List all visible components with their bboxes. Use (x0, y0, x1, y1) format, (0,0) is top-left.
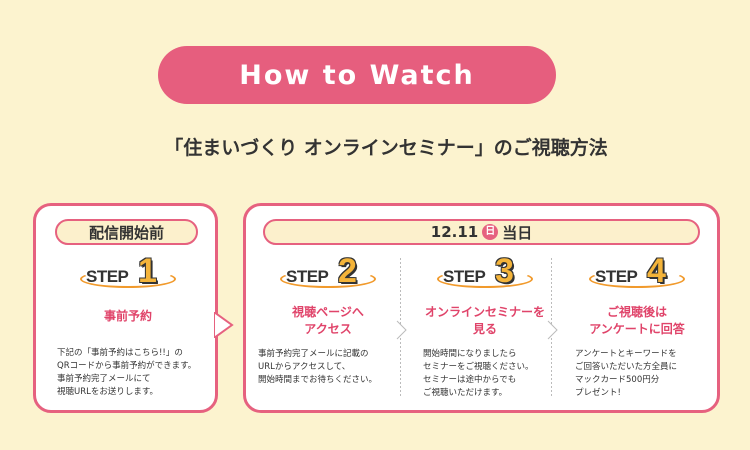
step-3-logo: STEP 3 (425, 252, 545, 296)
weekday-badge: 日 (482, 224, 499, 240)
step-3-body: 開始時間になりましたら セミナーをご視聴ください。 セミナーは途中からでも ご視… (423, 349, 534, 398)
chevron-right-icon (396, 320, 407, 340)
step-4: STEP 4 ご視聴後は アンケートに回答 アンケートとキーワードを ご回答いた… (562, 252, 712, 400)
step-2: STEP 2 視聴ページへ アクセス 事前予約完了メールに記載の URLからアク… (253, 252, 403, 387)
step-2-word: STEP (286, 267, 329, 286)
arrow-right-icon (214, 312, 234, 338)
step-3: STEP 3 オンラインセミナーを 見る 開始時間になりましたら セミナーをご視… (410, 252, 560, 400)
step-3-number: 3 (495, 252, 514, 290)
step-4-body: アンケートとキーワードを ご回答いただいた方全員に マックカード500円分 プレ… (575, 349, 678, 398)
step-3-word: STEP (443, 267, 486, 286)
step-2-body: 事前予約完了メールに記載の URLからアクセスして、 開始時間までお待ちください… (258, 349, 378, 385)
step-4-logo: STEP 4 (577, 252, 697, 296)
step-1-number: 1 (138, 252, 157, 290)
step-1-word: STEP (86, 267, 129, 286)
swoosh-decoration (80, 270, 176, 288)
step-3-heading: オンラインセミナーを 見る (424, 305, 545, 336)
page-subtitle: 「住まいづくり オンラインセミナー」のご視聴方法 (164, 137, 608, 159)
chevron-right-icon (547, 320, 558, 340)
broadcast-day-label: 12.11 日 当日 (263, 219, 700, 245)
step-2-number: 2 (338, 252, 357, 290)
step-4-number: 4 (647, 252, 666, 290)
pre-broadcast-label-text: 配信開始前 (88, 223, 164, 242)
title-banner: How to Watch (158, 46, 556, 104)
broadcast-date: 12.11 (430, 223, 479, 241)
step-2-heading: 視聴ページへ アクセス (292, 305, 364, 336)
pre-broadcast-card: 配信開始前 STEP 1 事前予約 下記の「事前予約はこちら!!」の QRコード… (33, 203, 218, 413)
page-title: How to Watch (239, 59, 475, 91)
step-4-word: STEP (595, 267, 638, 286)
step-2-logo: STEP 2 (268, 252, 388, 296)
swoosh-decoration (437, 270, 533, 288)
step-1: STEP 1 事前予約 下記の「事前予約はこちら!!」の QRコードから事前予約… (53, 252, 203, 399)
step-1-logo: STEP 1 (68, 252, 188, 296)
swoosh-decoration (280, 270, 376, 288)
step-4-heading: ご視聴後は アンケートに回答 (589, 305, 685, 336)
broadcast-day-suffix: 当日 (502, 223, 533, 242)
swoosh-decoration (589, 270, 685, 288)
pre-broadcast-label: 配信開始前 (55, 219, 198, 245)
step-1-body: 下記の「事前予約はこちら!!」の QRコードから事前予約ができます。 事前予約完… (57, 348, 197, 397)
step-1-heading: 事前予約 (103, 309, 152, 323)
broadcast-day-card: 12.11 日 当日 STEP 2 視聴ページへ アクセス 事前予約完了メールに… (243, 203, 720, 413)
